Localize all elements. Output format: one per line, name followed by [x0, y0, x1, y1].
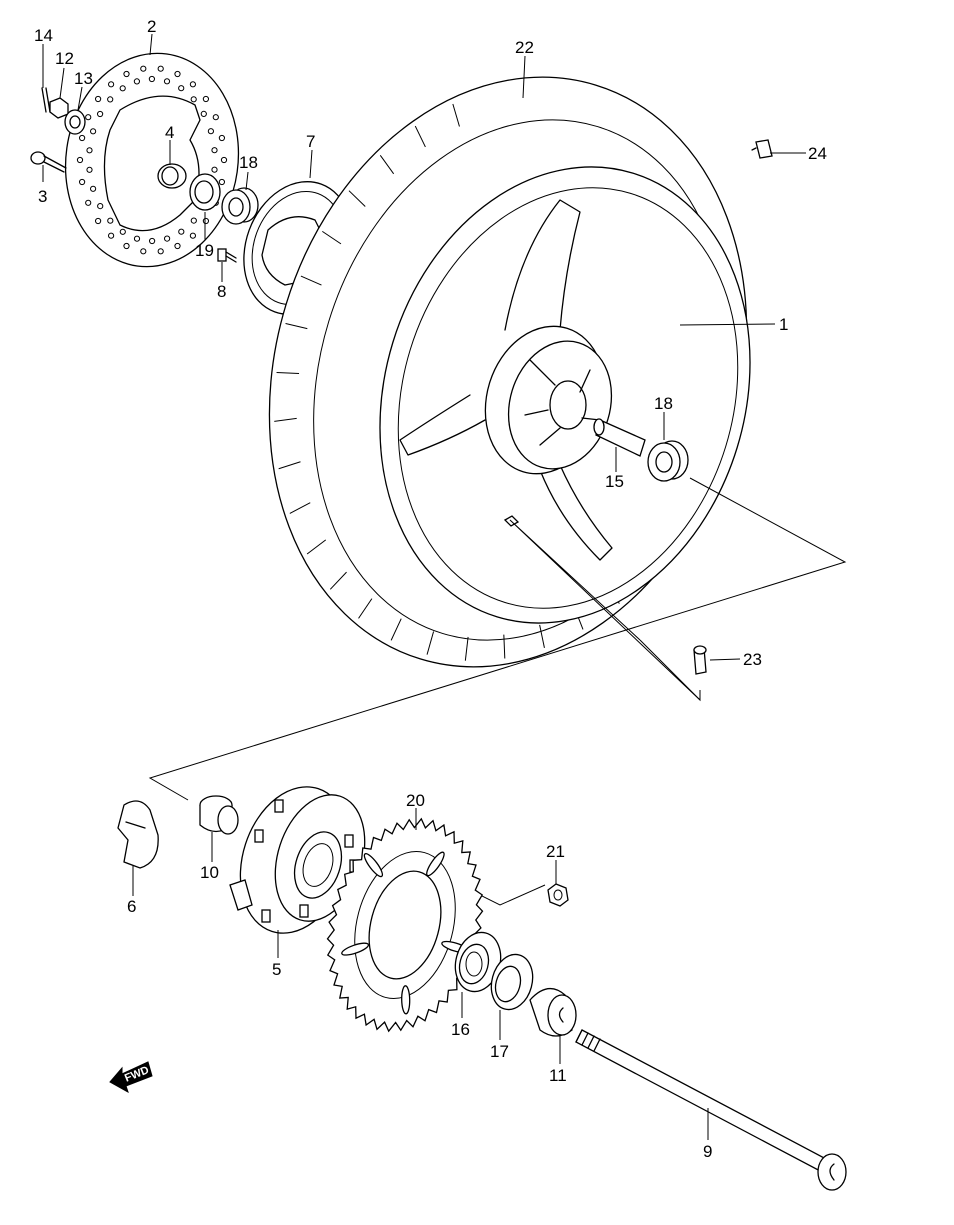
callout-22: 22 — [515, 38, 534, 57]
callout-7: 7 — [306, 132, 315, 151]
spacer-15 — [593, 418, 646, 457]
cotter-pin-14 — [41, 87, 51, 113]
callout-16: 16 — [451, 1020, 470, 1039]
callout-15: 15 — [605, 472, 624, 491]
callout-23: 23 — [743, 650, 762, 669]
valve-23 — [693, 645, 707, 675]
oil-seal-19 — [189, 173, 221, 211]
callout-8: 8 — [217, 282, 226, 301]
callout-19: 19 — [195, 241, 214, 260]
callout-13: 13 — [74, 69, 93, 88]
callout-9: 9 — [703, 1142, 712, 1161]
callout-18-right: 18 — [654, 394, 673, 413]
callout-2: 2 — [147, 17, 156, 36]
callout-5: 5 — [272, 960, 281, 979]
callout-6: 6 — [127, 897, 136, 916]
callout-11: 11 — [549, 1066, 567, 1085]
oil-seal-17 — [490, 953, 534, 1011]
callout-24: 24 — [808, 144, 827, 163]
fwd-arrow-icon: FWD — [109, 1061, 153, 1094]
nut-12 — [49, 97, 69, 119]
bolt-3 — [30, 151, 67, 173]
bushing-10 — [199, 795, 239, 835]
bearing-16 — [454, 931, 502, 993]
bearing-18-left — [221, 187, 259, 225]
callout-20: 20 — [406, 791, 425, 810]
collar-4 — [157, 163, 187, 189]
callout-18-left: 18 — [239, 153, 258, 172]
callout-numbers: 14 12 13 2 3 4 18 19 8 7 22 1 18 15 24 2… — [34, 17, 827, 1161]
nut-21 — [547, 883, 569, 907]
callout-10: 10 — [200, 863, 219, 882]
sprocket-20 — [326, 817, 484, 1033]
callout-4: 4 — [165, 123, 174, 142]
axle-9 — [575, 1029, 847, 1191]
screw-8 — [217, 248, 237, 263]
callout-17: 17 — [490, 1042, 509, 1061]
brake-disc — [64, 52, 240, 268]
wheel-rim-1 — [379, 166, 751, 624]
collar-11 — [529, 988, 577, 1037]
washer-13 — [64, 109, 86, 135]
callout-12: 12 — [55, 49, 74, 68]
bearing-18-right — [647, 440, 689, 482]
callout-1: 1 — [779, 315, 788, 334]
callout-21: 21 — [546, 842, 565, 861]
callout-14: 14 — [34, 26, 53, 45]
damper-6 — [117, 800, 159, 869]
callout-3: 3 — [38, 187, 47, 206]
callout-leaders — [42, 33, 806, 1140]
clip-24 — [751, 139, 773, 159]
